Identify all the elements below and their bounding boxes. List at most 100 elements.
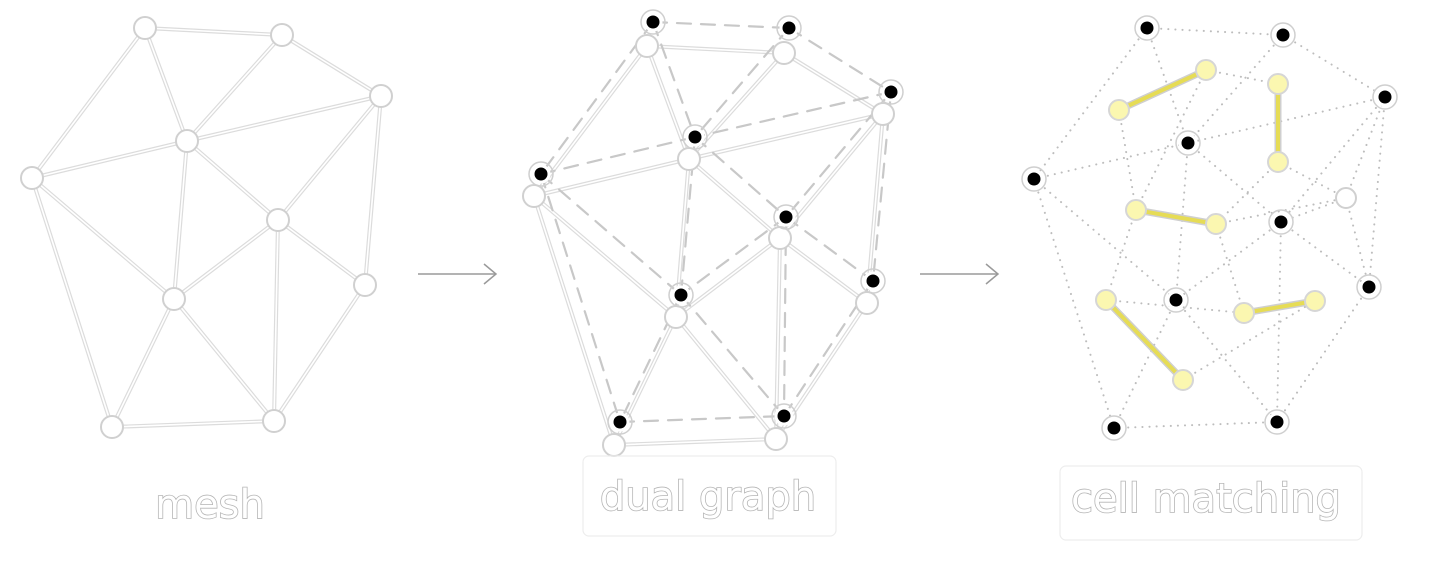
mesh-vertex: [871, 102, 895, 126]
mesh-vertex: [162, 287, 186, 311]
mesh-edge: [30, 26, 147, 180]
dotted-edge: [1146, 27, 1284, 36]
dotted-edge: [1033, 142, 1189, 180]
caption-mesh-group: mesh: [154, 481, 265, 529]
dotted-edge: [1146, 27, 1189, 144]
mesh-edge: [645, 44, 786, 55]
dual-edge: [651, 20, 697, 139]
dotted-edge: [1276, 221, 1282, 423]
mesh-vertex: [353, 273, 377, 297]
dual-edge: [539, 172, 622, 424]
dual-node: [860, 268, 886, 294]
dotted-edge: [1280, 96, 1386, 223]
dotted-edge: [1033, 178, 1177, 301]
dotted-edge: [1175, 221, 1282, 301]
unmatched-cell: [1335, 187, 1357, 209]
mesh-edge: [778, 236, 869, 305]
dotted-edge: [1277, 161, 1347, 199]
mesh-edge: [185, 139, 280, 222]
dotted-edge: [1345, 96, 1386, 199]
mesh-vertex: [764, 427, 788, 451]
dual-node: [776, 15, 802, 41]
mesh-edge: [674, 315, 778, 441]
dotted-edge: [1135, 69, 1207, 211]
dual-edge: [539, 172, 683, 297]
mesh-vertex: [768, 226, 792, 250]
matched-cell: [1267, 73, 1289, 95]
dual-node: [682, 124, 708, 150]
mesh-vertex: [635, 34, 659, 58]
mesh-edge: [143, 26, 284, 37]
dual-edge: [693, 90, 893, 139]
dotted-edge: [1282, 34, 1386, 98]
mesh-edge: [612, 437, 778, 447]
mesh-edge: [774, 236, 782, 441]
dual-edge: [679, 293, 786, 418]
mesh-edge: [172, 297, 276, 423]
mesh-edge: [782, 51, 885, 116]
dotted-edge: [1215, 161, 1279, 225]
dotted-edge: [1280, 221, 1370, 288]
dotted-edge: [1118, 109, 1137, 211]
dotted-edge: [1205, 69, 1279, 85]
matched-cell: [1172, 369, 1194, 391]
mesh-vertex: [522, 184, 546, 208]
mesh-edge: [280, 33, 383, 98]
dual-node: [1134, 15, 1160, 41]
mesh-edge: [363, 94, 383, 287]
dual-edge: [679, 215, 788, 297]
mesh-vertex: [100, 415, 124, 439]
matched-cell: [1267, 151, 1289, 173]
matched-edge: [1240, 297, 1319, 317]
matched-cell: [1233, 302, 1255, 324]
dual-edge: [651, 20, 791, 30]
arrow-right-icon: [418, 263, 498, 285]
dual-edge: [784, 215, 875, 283]
dotted-edge: [1175, 299, 1278, 423]
mesh-edge: [687, 157, 782, 240]
dotted-edge: [1187, 96, 1386, 144]
mesh-edge: [532, 194, 678, 319]
dotted-edge: [1215, 223, 1245, 314]
dotted-edge: [1368, 96, 1386, 288]
dotted-edge: [1187, 142, 1282, 223]
mesh-vertex: [602, 433, 626, 457]
dotted-edge: [1033, 27, 1148, 180]
dual-edge: [618, 414, 786, 424]
dual-node: [1356, 274, 1382, 300]
mesh-edge: [172, 218, 280, 301]
matched-edge: [1132, 206, 1220, 228]
dual-node: [607, 409, 633, 435]
mesh-edge: [30, 176, 176, 301]
matched-cell: [1205, 213, 1227, 235]
mesh-edge: [110, 297, 176, 429]
mesh-vertex: [664, 305, 688, 329]
dual-node: [773, 204, 799, 230]
dual-edge: [693, 26, 791, 139]
matched-cell: [1195, 59, 1217, 81]
mesh-edge: [276, 94, 383, 222]
caption-dual-group: dual graph: [582, 455, 837, 537]
mesh-edge: [272, 218, 280, 423]
mesh-edge: [110, 419, 276, 429]
dual-node: [1268, 209, 1294, 235]
mesh-vertex: [772, 41, 796, 65]
mesh-edge: [532, 194, 616, 447]
mesh-vertex: [133, 16, 157, 40]
mesh-edge: [276, 218, 367, 287]
matched-cell: [1095, 289, 1117, 311]
caption-cell-matching: cell matching: [1071, 476, 1341, 522]
dotted-edge: [1215, 197, 1347, 225]
mesh-vertex: [175, 129, 199, 153]
dual-node: [1101, 415, 1127, 441]
dual-node: [528, 161, 554, 187]
matched-cell: [1108, 99, 1130, 121]
cell-matching-panel: [1021, 15, 1398, 441]
caption-matching-group: cell matching: [1059, 465, 1363, 541]
mesh-edge: [674, 236, 782, 319]
dual-node: [1264, 409, 1290, 435]
mesh-vertex: [270, 23, 294, 47]
dual-edge: [787, 26, 893, 94]
matched-edge: [1115, 66, 1210, 114]
